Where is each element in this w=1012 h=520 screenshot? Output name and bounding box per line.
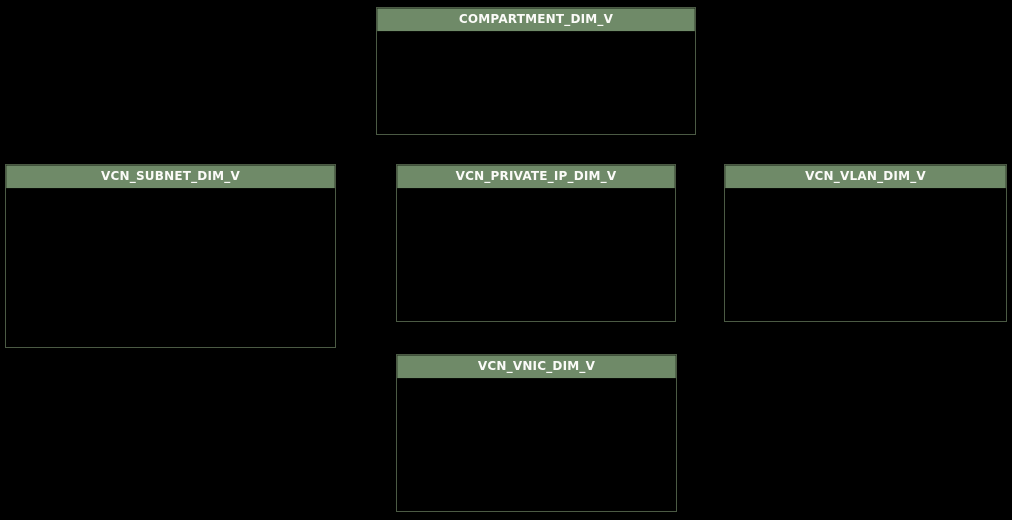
entity-node-vcn-vnic-dim-v[interactable]: VCN_VNIC_DIM_V	[396, 354, 677, 512]
entity-node-vcn-subnet-dim-v[interactable]: VCN_SUBNET_DIM_V	[5, 164, 336, 348]
entity-title-compartment-dim-v: COMPARTMENT_DIM_V	[377, 8, 695, 32]
entity-node-vcn-private-ip-dim-v[interactable]: VCN_PRIVATE_IP_DIM_V	[396, 164, 676, 322]
entity-title-vcn-private-ip-dim-v: VCN_PRIVATE_IP_DIM_V	[397, 165, 675, 189]
entity-title-vcn-subnet-dim-v: VCN_SUBNET_DIM_V	[6, 165, 335, 189]
entity-body-vcn-private-ip-dim-v	[397, 189, 675, 321]
entity-body-vcn-vnic-dim-v	[397, 379, 676, 511]
entity-node-vcn-vlan-dim-v[interactable]: VCN_VLAN_DIM_V	[724, 164, 1007, 322]
entity-body-vcn-vlan-dim-v	[725, 189, 1006, 321]
entity-body-compartment-dim-v	[377, 32, 695, 134]
entity-node-compartment-dim-v[interactable]: COMPARTMENT_DIM_V	[376, 7, 696, 135]
entity-title-vcn-vlan-dim-v: VCN_VLAN_DIM_V	[725, 165, 1006, 189]
entity-body-vcn-subnet-dim-v	[6, 189, 335, 347]
entity-title-vcn-vnic-dim-v: VCN_VNIC_DIM_V	[397, 355, 676, 379]
